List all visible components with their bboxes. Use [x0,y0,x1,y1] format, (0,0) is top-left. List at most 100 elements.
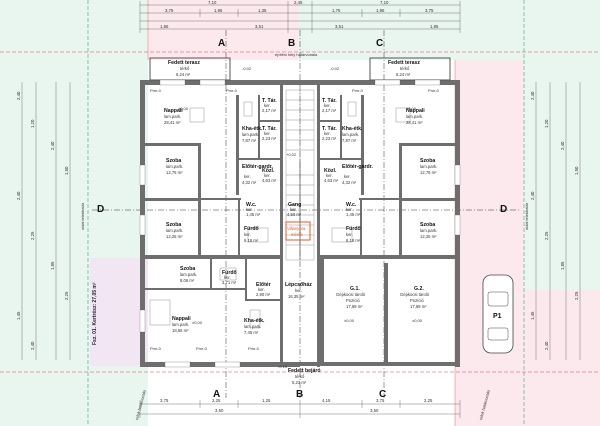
svg-text:1,85: 1,85 [430,24,439,29]
ttar1-right-name: T. Tár. [322,98,337,104]
height-mark-1: ±0,00 [178,106,189,111]
terrace-left-name: Fedett terasz [168,60,200,66]
svg-text:2,25: 2,25 [212,398,221,403]
section-d-left: D [97,204,104,215]
ttar2-right-name: T. Tár. [322,126,337,132]
khe-ground-name: Kha-étk. [244,318,265,324]
bejaro-area: 5,23 m² [292,380,307,385]
svg-text:1,25: 1,25 [262,398,271,403]
ttar2-left-name: T. Tár. [262,126,277,132]
svg-text:1,45: 1,45 [16,311,21,320]
szoba1-left-area: 12,75 m² [166,170,183,175]
furdo-ground-area: 3,71 m² [222,280,237,285]
svg-text:2,25: 2,25 [574,291,579,300]
elo-right-area: 4,32 m² [342,180,357,185]
svg-text:2,40: 2,40 [544,341,549,350]
right-dimension-chains: 2,40 1,20 2,40 1,50 2,40 2,25 1,85 2,25 … [530,82,581,360]
garage1-sub2: Pozíció [346,298,360,303]
svg-text:1,50: 1,50 [64,166,69,175]
svg-text:3,50: 3,50 [215,408,224,413]
wc-right-sub: ker. [346,207,353,212]
right-green-zone [524,60,600,290]
garage1-sub: Gépkocsi tároló [336,292,366,297]
khe-right-area: 7,87 m² [342,138,357,143]
wc-left-name: W.c. [246,202,257,208]
nappali-right-area: 28,41 m² [406,120,423,125]
section-c-top: C [376,38,383,49]
szoba-ground-area: 8,06 m² [180,278,195,283]
garden-purple-zone [90,258,148,366]
section-b-top: B [288,38,295,49]
ttar2-right-area: 2,23 m² [322,136,337,141]
szoba1-left-sub: lam.park. [166,164,183,169]
svg-text:2,40: 2,40 [530,191,535,200]
svg-text:1,95: 1,95 [214,8,223,13]
bejaro-sub: térkő [295,374,305,379]
kozl-right-area: 4,63 m² [324,178,339,183]
nappali-right-name: Nappali [406,108,425,114]
wc-left-sub: ker. [246,207,253,212]
khe-ground-sub: lam.park. [244,324,261,329]
ttar1-right-sub: ker. [324,103,331,108]
nappali-left-area: 28,41 m² [164,120,181,125]
pmr-mark-3: Pmr-0 [352,88,364,93]
svg-text:1,20: 1,20 [544,119,549,128]
garage2-name: G.2. [414,286,424,292]
szoba-ground-sub: lam.park. [180,272,197,277]
gang-sub: ker. [290,207,297,212]
section-c-bottom: C [379,389,386,400]
svg-text:7,10: 7,10 [208,0,217,5]
terrace-left-sub: térkő [180,66,190,71]
height-mark-4: -0,02 [242,66,252,71]
stairs [285,89,315,261]
kozl-right-sub: ker. [326,173,333,178]
kozl-right-name: Közl. [324,168,337,174]
meter-name: Villanyóra [287,226,306,231]
khe-left-sub: lam.park. [242,132,259,137]
svg-text:1,45: 1,45 [530,311,535,320]
pmr-mark-1: Pmr-0 [150,88,162,93]
furdo-left-area: 6,18 m² [244,238,259,243]
height-mark-7: -0,15 [278,364,288,369]
ttar1-left-name: T. Tár. [262,98,277,104]
wc-right-name: W.c. [346,202,357,208]
nappali-left-sub: lam.park. [164,114,181,119]
svg-text:2,40: 2,40 [50,141,55,150]
height-mark-8: ±0,00 [344,318,355,323]
top-boundary-label: építési hely határvonala [275,52,318,57]
lepcsohaz-sub: ker. [295,288,302,293]
khe-left-area: 7,87 m² [242,138,257,143]
eloter-ground-area: 2,90 m² [256,292,271,297]
ttar2-left-area: 2,23 m² [262,136,277,141]
svg-text:1,50: 1,50 [574,166,579,175]
terrace-right-area: 6,24 m² [396,72,411,77]
szoba2-right-name: Szoba [420,222,435,228]
section-d-right: D [500,204,507,215]
svg-text:2,40: 2,40 [16,191,21,200]
kozl-left-name: Közl. [262,168,275,174]
elo-left-area: 4,32 m² [242,180,257,185]
svg-text:2,25: 2,25 [30,231,35,240]
ttar2-right-sub: ker. [324,131,331,136]
szoba1-left-name: Szoba [166,158,181,164]
svg-text:3,75: 3,75 [425,8,434,13]
left-boundary-label: oldal telekhatár [80,202,85,230]
svg-text:1,20: 1,20 [30,119,35,128]
windows [139,79,461,368]
svg-text:3,51: 3,51 [335,24,344,29]
nappali-ground-name: Nappali [172,316,191,322]
nappali-right-sub: lam.park. [406,114,423,119]
khe-ground-area: 7,45 m² [244,330,259,335]
meter-sub: mérők [291,232,304,237]
terrace-left-area: 6,24 m² [176,72,191,77]
terrace-right-sub: térkő [400,66,410,71]
svg-text:1,35: 1,35 [258,8,267,13]
top-pink-zone [148,0,298,60]
height-mark-6: +0,02 [286,152,297,157]
szoba2-left-sub: lam.park. [166,228,183,233]
svg-text:4,15: 4,15 [322,398,331,403]
kozl-left-sub: ker. [264,173,271,178]
section-b-bottom: B [296,389,303,400]
furdo-right-area: 6,18 m² [346,238,361,243]
